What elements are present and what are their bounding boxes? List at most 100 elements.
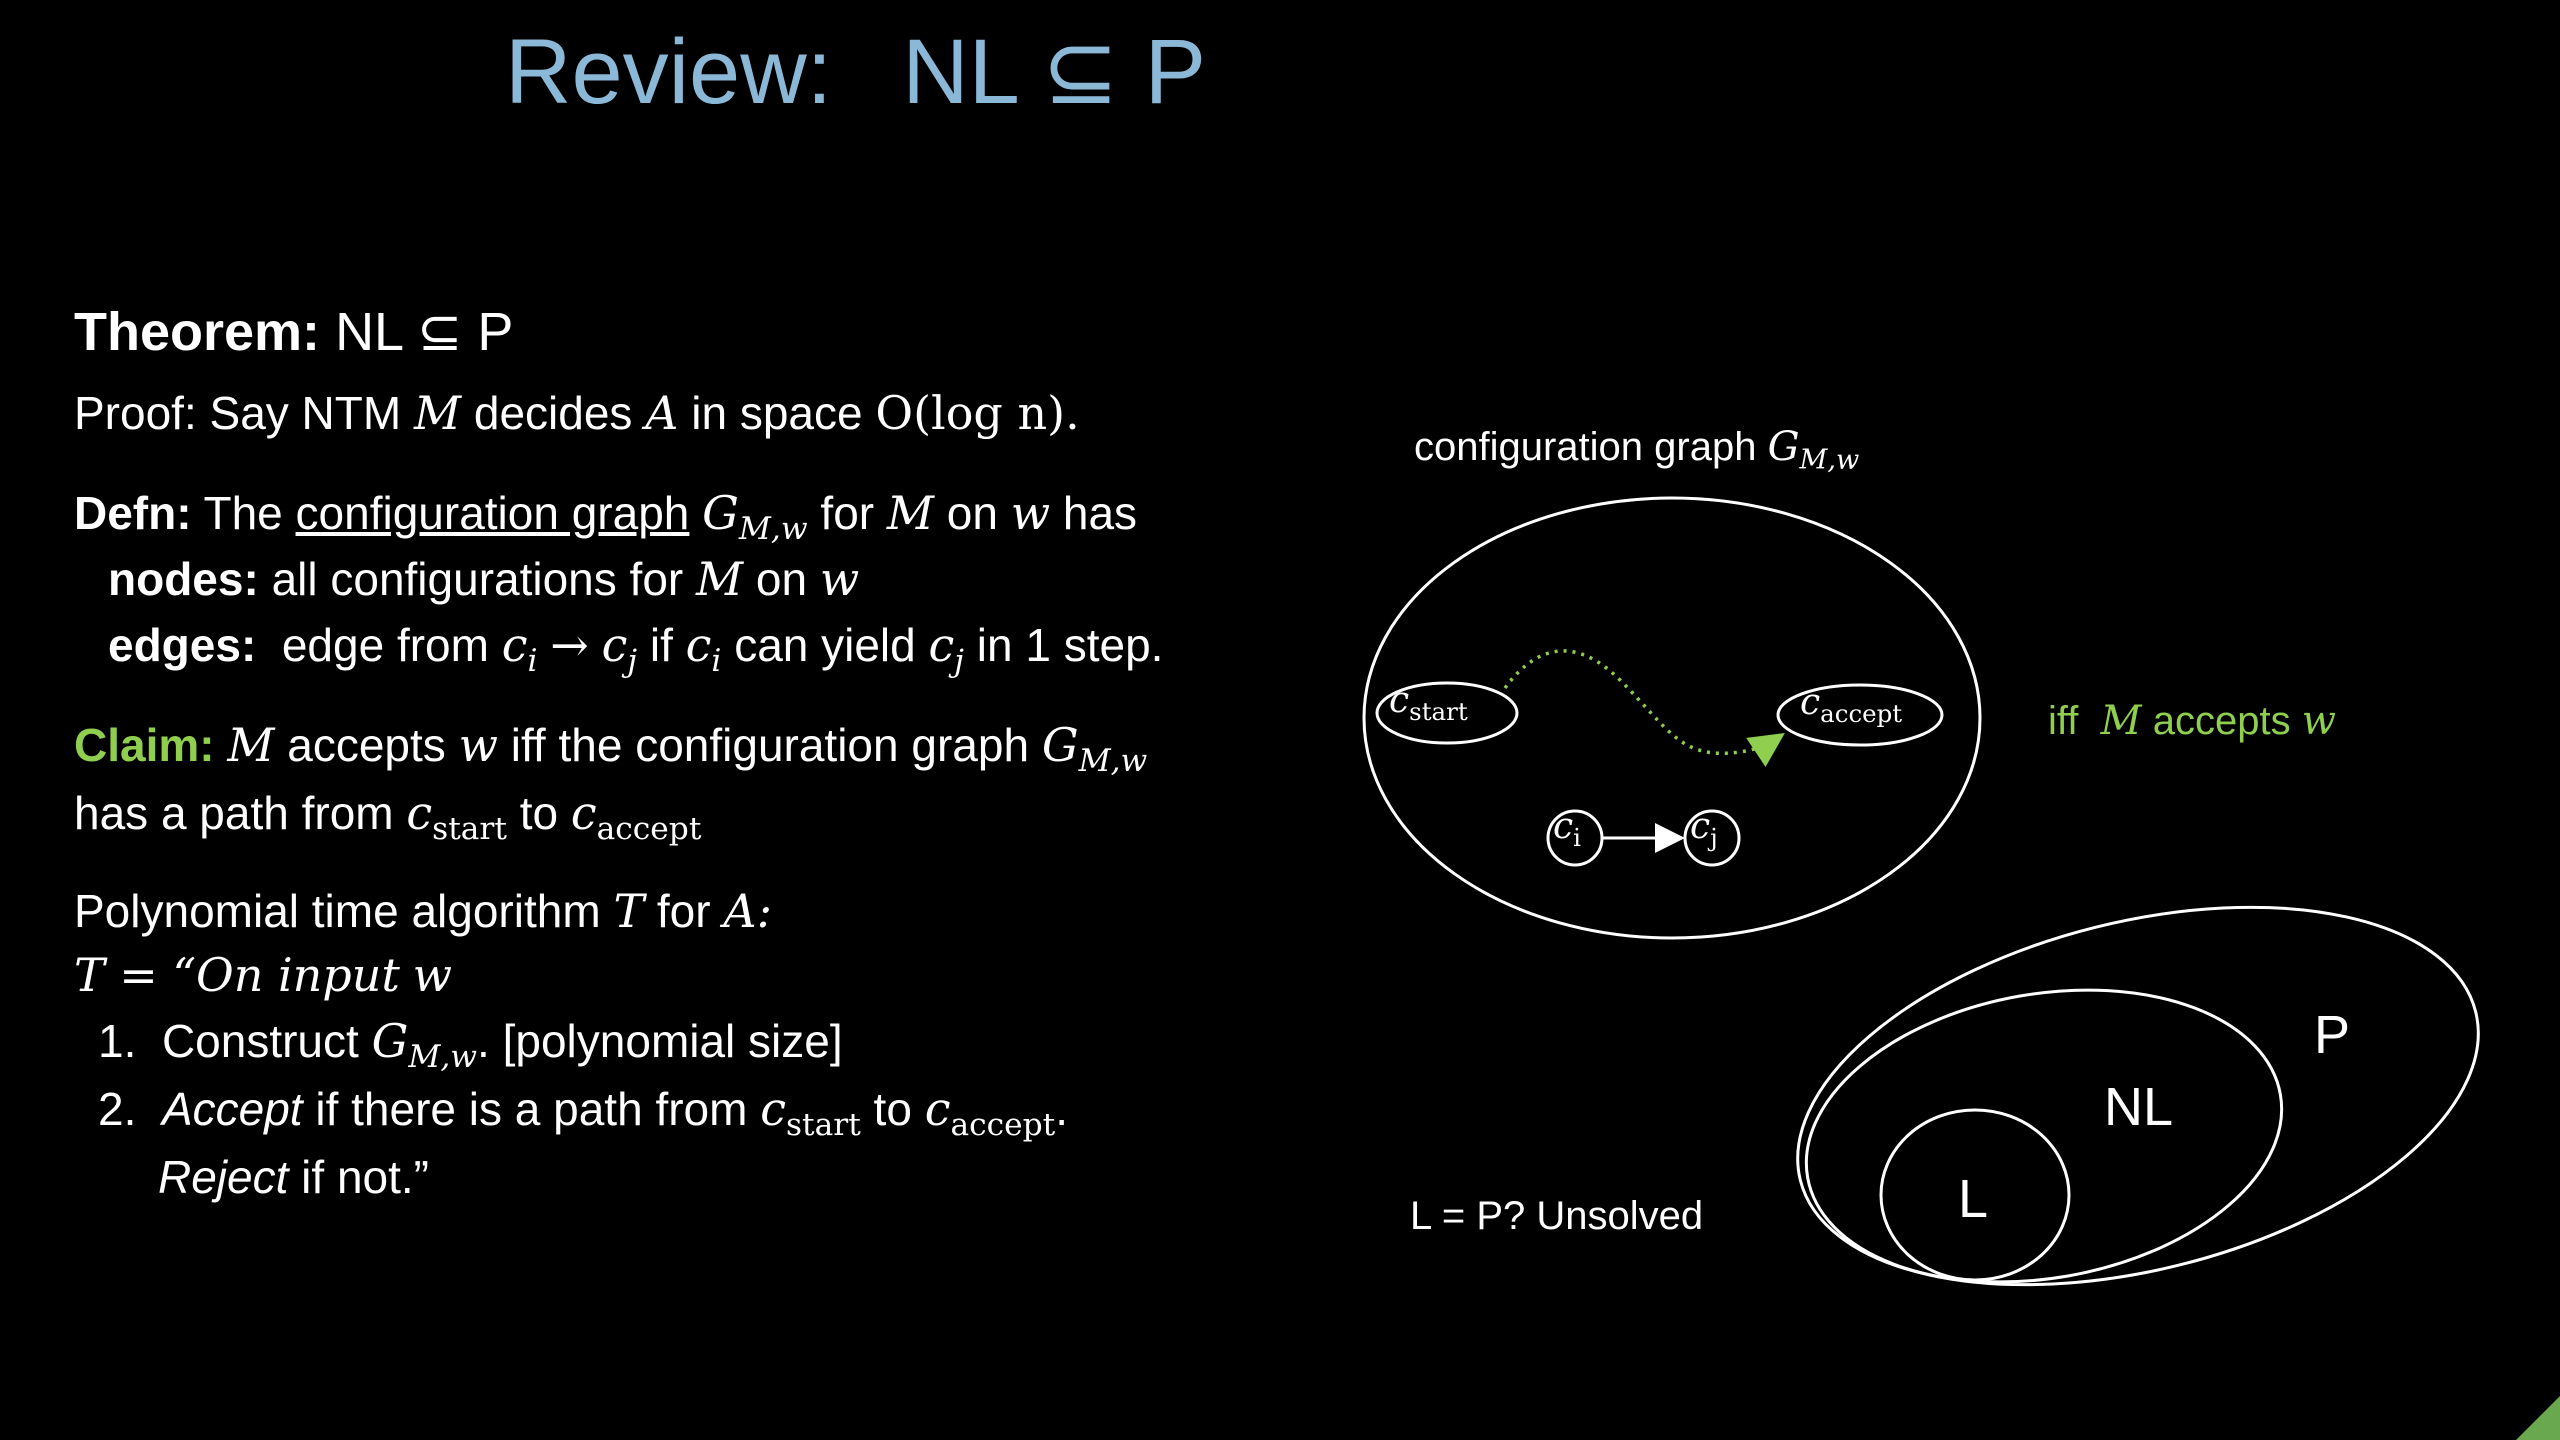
proof-M: M: [413, 386, 462, 440]
algorithm-step-3: Reject if not.”: [158, 1150, 429, 1204]
config-graph-label: configuration graph GM,w: [1414, 424, 1860, 476]
algorithm-for: for: [656, 885, 711, 937]
venn-NL-label: NL: [2104, 1077, 2174, 1137]
defn-term: configuration graph: [295, 487, 690, 539]
venn-P-label: P: [2314, 1005, 2351, 1065]
title-statement: NL ⊆ P: [902, 21, 1206, 123]
claim-line-2: has a path from cstart to caccept: [74, 786, 702, 847]
defn-line: Defn: The configuration graph GM,w for M…: [74, 486, 1138, 547]
config-graph-label-text: configuration graph: [1414, 425, 1757, 469]
edges-cj: cj: [601, 618, 638, 679]
proof-bound: O(log n).: [875, 386, 1080, 440]
claim-M: M: [227, 718, 275, 772]
step2-text: if there is a path from: [315, 1083, 748, 1135]
edges-if: if: [649, 619, 673, 671]
iff-w: w: [2301, 698, 2336, 744]
caccept-label: caccept: [1800, 682, 1903, 728]
step1-text: Construct: [161, 1015, 359, 1067]
iff-accepts: accepts: [2152, 699, 2291, 743]
theorem-line: Theorem: NL ⊆ P: [74, 300, 513, 363]
step1-num: 1.: [98, 1015, 137, 1067]
defn-w: w: [1010, 486, 1051, 540]
claim-caccept: caccept: [570, 786, 702, 847]
step2-end: .: [1055, 1083, 1068, 1135]
venn-L-ellipse: [1879, 1108, 2071, 1282]
algorithm-def-w: w: [412, 948, 452, 1002]
step2-caccept: caccept: [924, 1082, 1056, 1143]
step1-note: . [polynomial size]: [477, 1015, 843, 1067]
algorithm-T: T: [613, 884, 645, 938]
step2-num: 2.: [98, 1083, 137, 1135]
claim-w: w: [458, 718, 498, 772]
venn-P-ellipse: [1796, 905, 2480, 1287]
proof-decides: decides: [473, 387, 633, 439]
edges-cj2: cj: [928, 618, 964, 679]
step3-reject: Reject: [158, 1151, 289, 1203]
step3-text: if not.”: [301, 1151, 429, 1203]
edges-ci: ci: [501, 618, 538, 679]
defn-for: for: [820, 487, 875, 539]
claim-accepts: accepts: [287, 719, 446, 771]
config-graph-ellipse: [1362, 496, 1982, 940]
theorem-statement: NL ⊆ P: [335, 302, 514, 362]
step2-accept: Accept: [161, 1083, 303, 1135]
nodes-w: w: [819, 552, 860, 606]
step1-G: GM,w: [371, 1014, 478, 1075]
claim-label: Claim:: [74, 719, 215, 771]
proof-line: Proof: Say NTM M decides A in space O(lo…: [74, 386, 1080, 440]
edges-ci2: ci: [685, 618, 722, 679]
algorithm-def-eq: T = “On input: [74, 948, 400, 1002]
claim-line2-text: has a path from: [74, 787, 394, 839]
defn-G: GM,w: [702, 486, 808, 547]
defn-label: Defn:: [74, 487, 192, 539]
claim-to: to: [519, 787, 559, 839]
algorithm-A: A:: [723, 884, 773, 938]
algorithm-heading-text: Polynomial time algorithm: [74, 885, 601, 937]
ci-node: [1546, 809, 1604, 867]
config-graph-G: GM,w: [1767, 424, 1860, 476]
defn-has: has: [1062, 487, 1138, 539]
edges-line: edges: edge from ci → cj if ci can yield…: [108, 618, 1164, 679]
cj-node: [1683, 809, 1741, 867]
venn-L-label: L: [1958, 1169, 1989, 1229]
proof-prefix: Proof: Say NTM: [74, 387, 402, 439]
defn-M: M: [886, 486, 934, 540]
nodes-M: M: [696, 552, 744, 606]
step2-cstart: cstart: [760, 1082, 861, 1143]
proof-A: A: [645, 386, 679, 440]
claim-cstart: cstart: [406, 786, 507, 847]
claim-iff-text: iff the configuration graph: [510, 719, 1030, 771]
algorithm-step-2: 2. Accept if there is a path from cstart…: [98, 1082, 1068, 1143]
cj-label: cj: [1690, 806, 1718, 852]
algorithm-step-1: 1. Construct GM,w. [polynomial size]: [98, 1014, 843, 1075]
edges-arrow: →: [550, 618, 589, 672]
proof-inspace: in space: [691, 387, 863, 439]
ci-label: ci: [1553, 806, 1581, 852]
iff-text: iff: [2048, 699, 2079, 743]
iff-M: M: [2100, 698, 2142, 744]
cstart-node: [1375, 681, 1519, 745]
edges-label: edges:: [108, 619, 257, 671]
edges-in1step: in 1 step.: [976, 619, 1164, 671]
claim-G: GM,w: [1041, 718, 1148, 779]
caccept-node: [1776, 683, 1944, 747]
venn-NL-ellipse: [1804, 988, 2284, 1284]
cstart-label: cstart: [1389, 680, 1468, 726]
algorithm-def: T = “On input w: [74, 948, 452, 1002]
algorithm-heading: Polynomial time algorithm T for A:: [74, 884, 772, 938]
edges-text: edge from: [281, 619, 489, 671]
step2-to: to: [873, 1083, 912, 1135]
accepting-path: [1503, 649, 1785, 768]
claim-line: Claim: M accepts w iff the configuration…: [74, 718, 1148, 779]
defn-on: on: [946, 487, 998, 539]
defn-the: The: [203, 487, 283, 539]
unsolved-question: L = P? Unsolved: [1410, 1194, 1704, 1238]
nodes-line: nodes: all configurations for M on w: [108, 552, 859, 606]
nodes-text: all configurations for: [271, 553, 684, 605]
edges-canyield: can yield: [734, 619, 916, 671]
slide-title: Review: NL ⊆ P: [505, 18, 1206, 125]
corner-accent: [2516, 1396, 2560, 1440]
title-review: Review:: [505, 21, 833, 123]
nodes-on: on: [755, 553, 808, 605]
